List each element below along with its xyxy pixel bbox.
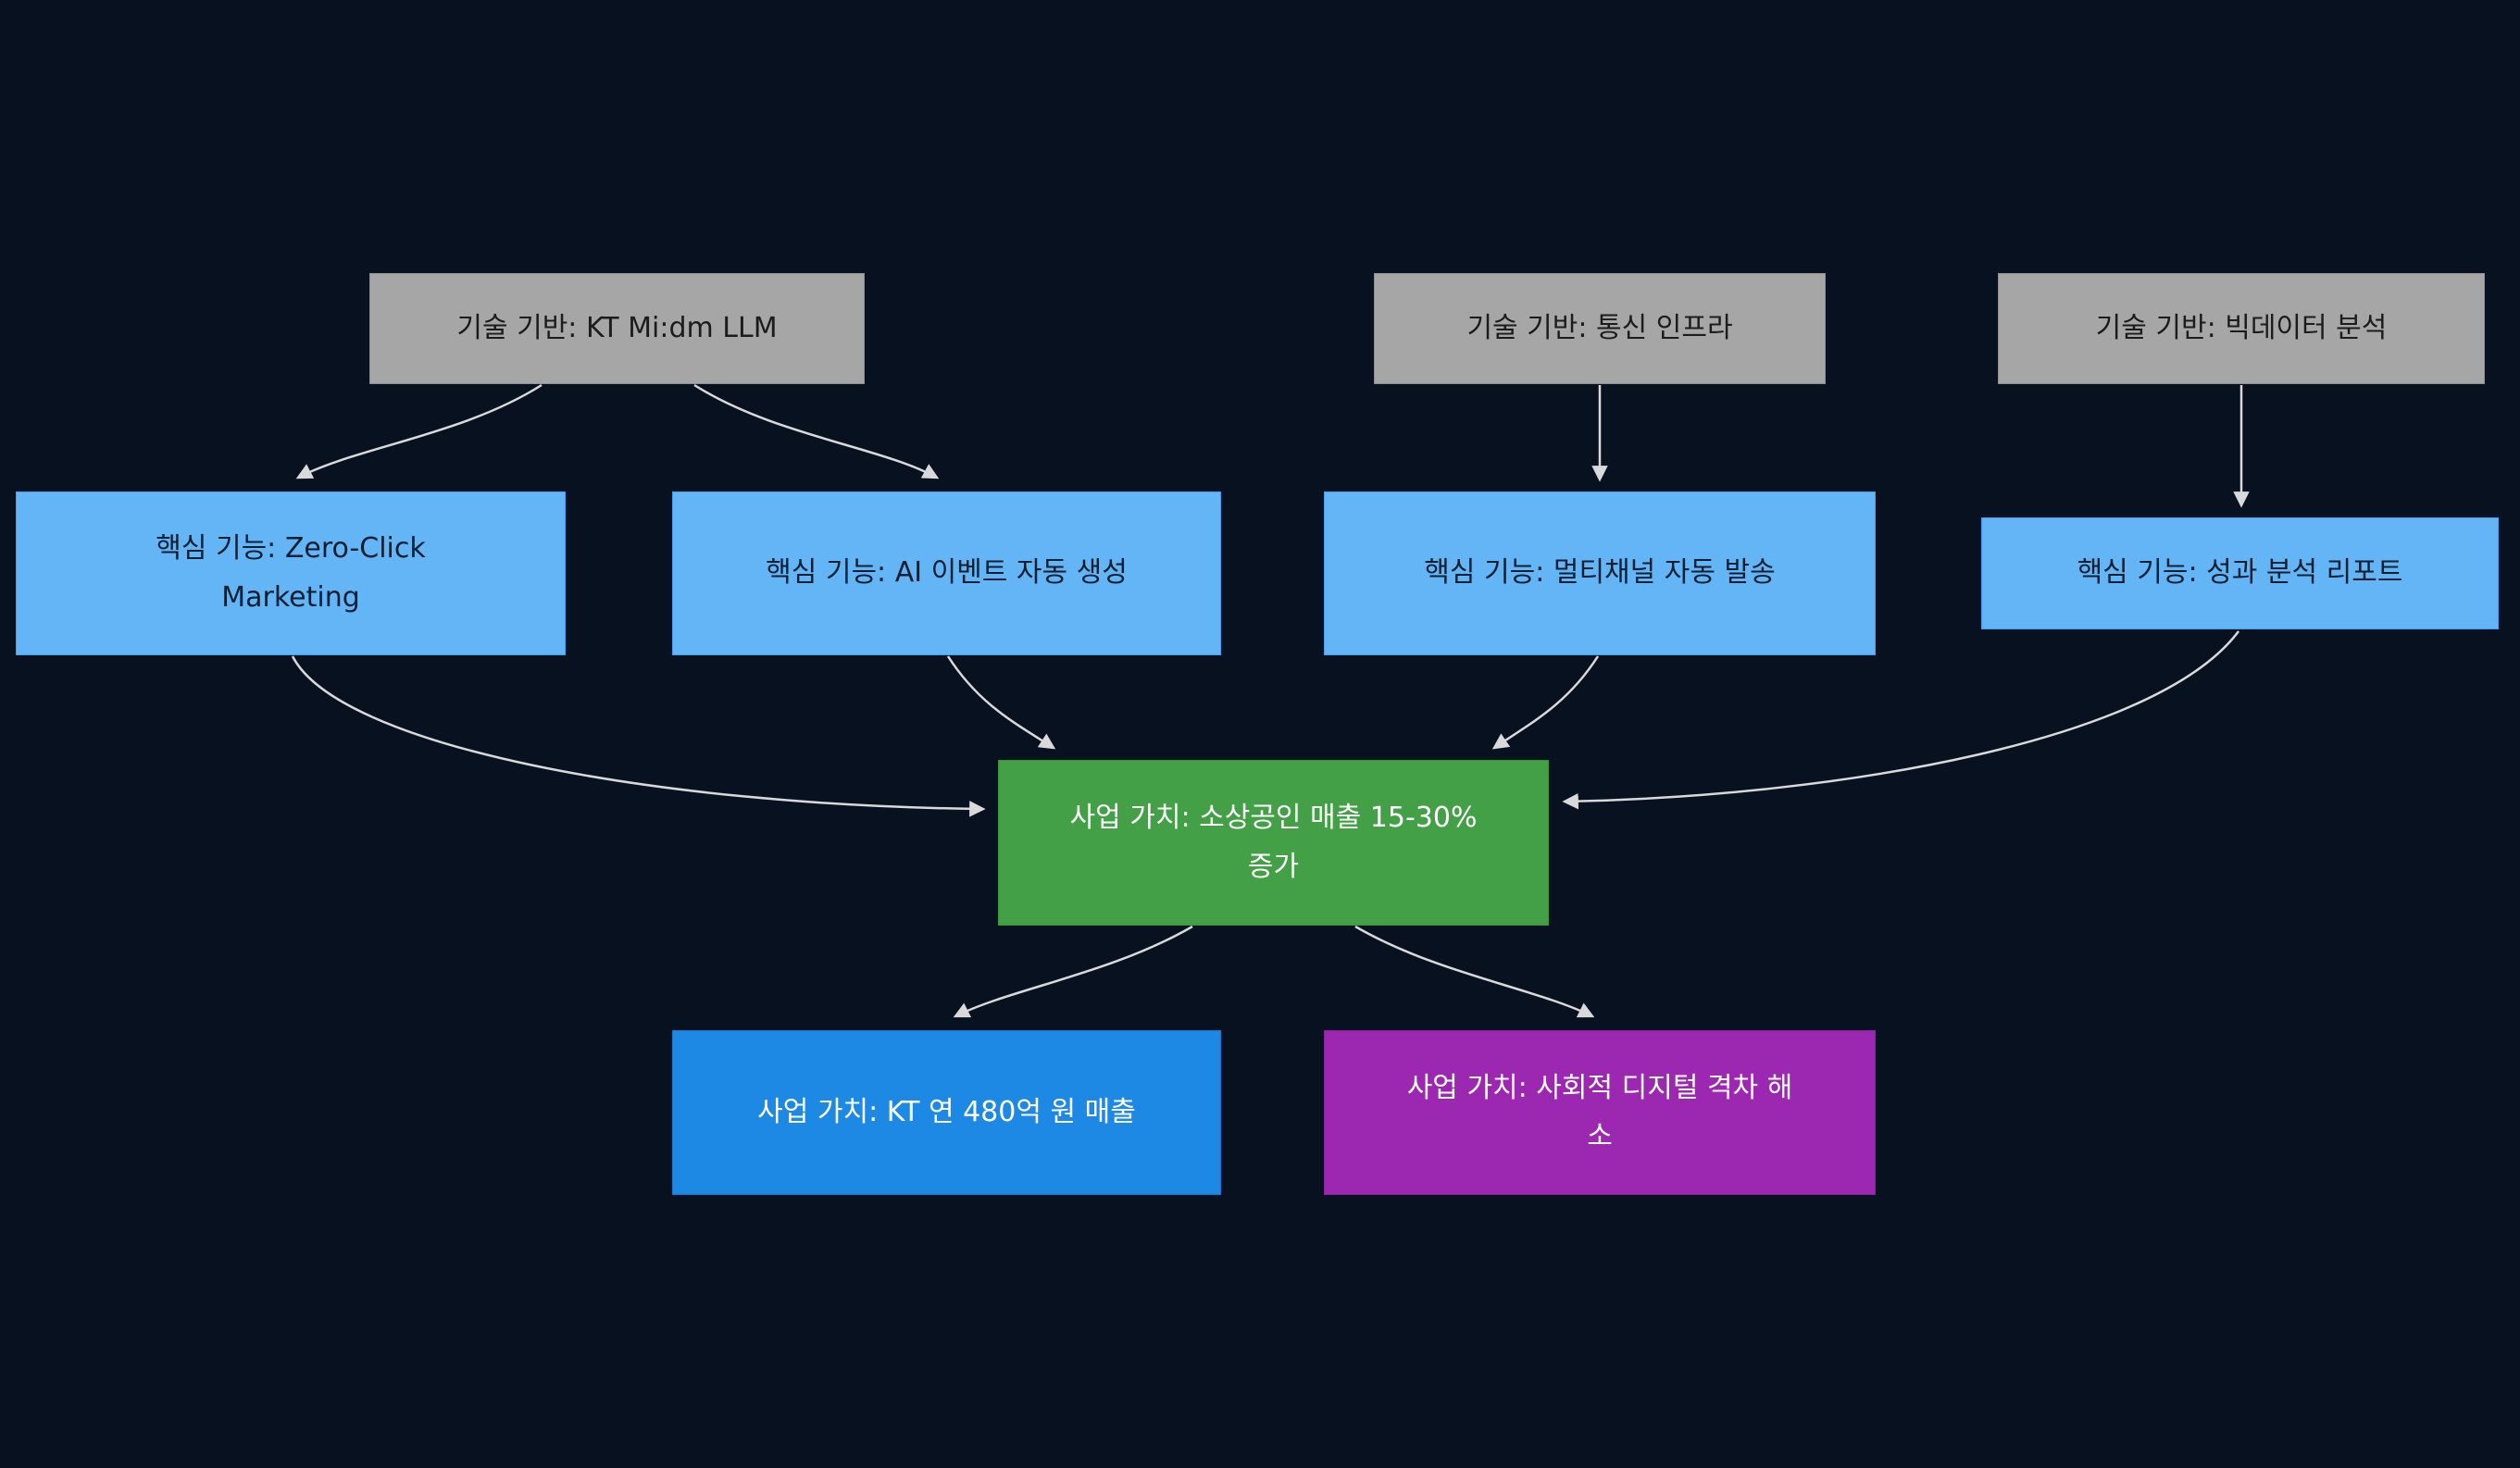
- node-label: 핵심 기능: Zero-Click Marketing: [156, 532, 426, 614]
- node-value-digital-divide-resolution: 사업 가치: 사회적 디지털 격차 해소: [1324, 1030, 1876, 1195]
- node-label: 기술 기반: KT Mi:dm LLM: [456, 311, 778, 344]
- node-value-kt-annual-revenue: 사업 가치: KT 연 480억 원 매출: [672, 1030, 1221, 1195]
- edge-report-to-sales-up: [1562, 630, 2240, 810]
- node-tech-base-telecom-infra: 기술 기반: 통신 인프라: [1374, 273, 1826, 384]
- node-feature-zero-click-marketing: 핵심 기능: Zero-Click Marketing: [16, 491, 566, 655]
- node-feature-ai-event-generation: 핵심 기능: AI 이벤트 자동 생성: [672, 491, 1221, 655]
- node-label: 핵심 기능: AI 이벤트 자동 생성: [766, 556, 1128, 590]
- node-label: 핵심 기능: 성과 분석 리포트: [2077, 556, 2403, 590]
- node-label: 기술 기반: 통신 인프라: [1466, 311, 1733, 344]
- edge-llm-to-ai-event: [693, 383, 940, 479]
- edge-zero-click-to-sales-up: [291, 655, 986, 817]
- edge-ai-event-to-sales-up: [946, 655, 1056, 750]
- node-label: 사업 가치: KT 연 480억 원 매출: [757, 1095, 1136, 1128]
- edge-multichannel-to-sales-up: [1491, 655, 1600, 750]
- edge-sales-up-to-kt-revenue: [953, 925, 1193, 1018]
- node-tech-base-bigdata-analysis: 기술 기반: 빅데이터 분석: [1998, 273, 2485, 384]
- edge-llm-to-zero-click: [295, 383, 543, 479]
- edge-sales-up-to-digital-gap: [1354, 925, 1595, 1018]
- node-value-merchant-sales-increase: 사업 가치: 소상공인 매출 15-30% 증가: [998, 760, 1549, 926]
- node-tech-base-kt-midm-llm: 기술 기반: KT Mi:dm LLM: [369, 273, 865, 384]
- node-label: 기술 기반: 빅데이터 분석: [2095, 311, 2388, 344]
- node-label: 사업 가치: 사회적 디지털 격차 해소: [1406, 1071, 1793, 1153]
- node-label: 사업 가치: 소상공인 매출 15-30% 증가: [1069, 802, 1478, 883]
- node-label: 핵심 기능: 멀티채널 자동 발송: [1424, 556, 1776, 590]
- node-feature-performance-report: 핵심 기능: 성과 분석 리포트: [1981, 517, 2499, 629]
- node-feature-multichannel-send: 핵심 기능: 멀티채널 자동 발송: [1324, 491, 1876, 655]
